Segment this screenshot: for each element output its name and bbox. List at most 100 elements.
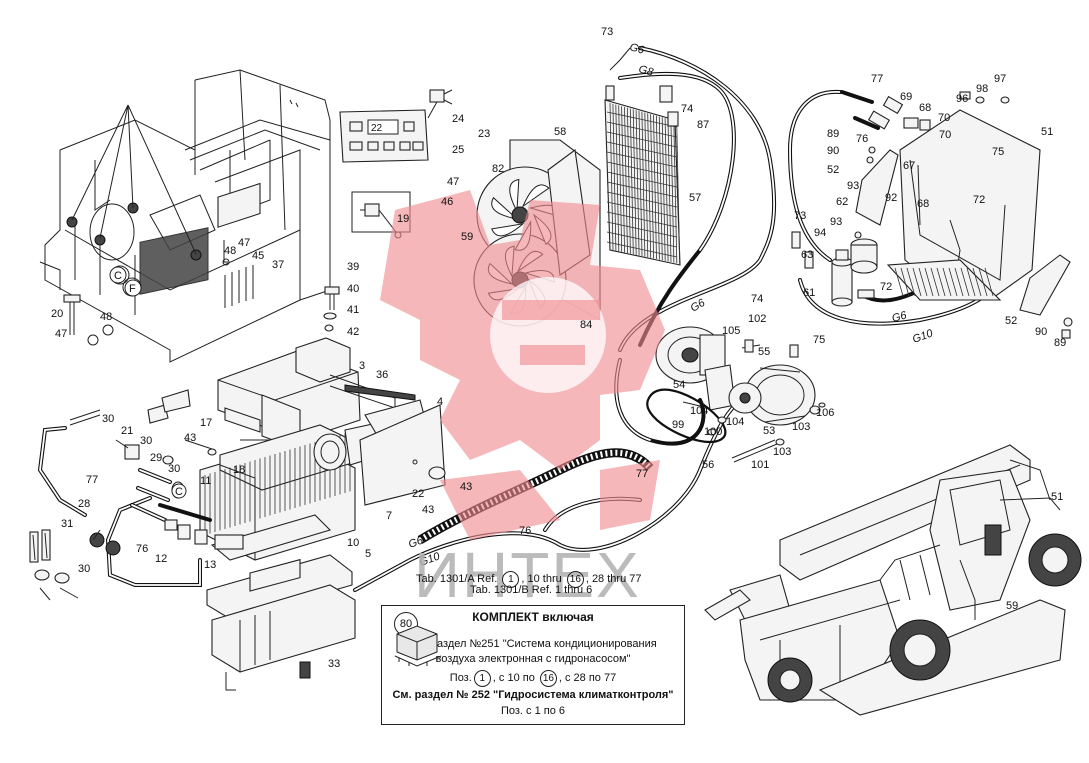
hose-mark: G6 [891,309,909,325]
hatch-line [900,267,910,297]
part-label: 54 [673,379,685,391]
part-label: 22 [412,488,424,500]
part-label: 94 [814,227,826,239]
part-label: 73 [601,26,613,38]
hatch-line [664,118,669,262]
fan-blade [491,222,525,237]
part-label: 68 [919,102,931,114]
part-label: 43 [460,481,472,493]
part-label: 30 [140,435,152,447]
hatch-line [960,267,970,297]
part-label: 31 [61,518,73,530]
hatch-line [606,171,678,188]
kit-box: 80 КОМПЛЕКТ включая См. раздел №251 "Сис… [381,605,685,725]
heat-exchanger-cores [199,424,363,691]
part-label: 76 [856,133,868,145]
hatch-line [612,103,617,251]
part-label: 97 [994,73,1006,85]
hatch-line [930,267,940,297]
table-reference-2: Tab. 1301/B Ref. 1 thru 6 [470,584,593,596]
part-label: 48 [100,311,112,323]
hatch-line [632,109,637,255]
tabref-text: , 28 thru 77 [585,573,642,585]
part-label: 90 [1035,326,1047,338]
part-label: 30 [168,463,180,475]
part-label: 87 [697,119,709,131]
part-label: 69 [900,91,912,103]
part-label: 36 [376,369,388,381]
part-label: 68 [917,198,929,210]
part-label: 59 [461,231,473,243]
part-label: 56 [702,459,714,471]
part-label: 72 [973,194,985,206]
kit-text: Поз. [449,672,472,684]
tabref-circle: 16 [566,571,584,588]
hatch-line [894,267,904,297]
watermark-brand: ИНТЕХ [414,539,641,611]
part-label: 58 [554,126,566,138]
part-label: 93 [830,216,842,228]
part-label: 75 [813,334,825,346]
part-label: 89 [827,128,839,140]
mounting-bracket-51 [855,109,1071,316]
hatch-line [656,115,660,260]
part-label: 42 [347,326,359,338]
part-label: 105 [722,325,740,337]
part-label: 101 [751,459,769,471]
hatch-line [906,267,916,297]
bolts-cab [63,240,340,346]
hatch-line [606,151,678,168]
part-label: 76 [136,543,148,555]
panel-display: 22 [371,123,383,134]
part-label: 99 [672,419,684,431]
hatch-line [606,241,678,258]
part-label: 77 [871,73,883,85]
blower-unit [313,399,446,506]
callout-letter: F [129,283,136,295]
part-label: 25 [452,144,464,156]
part-label: 5 [365,548,371,560]
hatch-line [629,108,634,255]
part-number-labels: 24 23 25 19 48 47 45 37 39 40 41 42 20 4… [51,26,1066,670]
hatch-line [936,267,946,297]
kit-row: Поз. с 1 по 6 [500,705,566,717]
hatch-line [606,141,678,158]
part-label: 51 [1051,491,1063,503]
hatch-line [606,191,678,208]
part-label: 11 [200,475,211,487]
hatch-line [670,119,675,263]
part-label: 18 [233,464,245,476]
left-hoses [29,389,244,601]
part-label: 19 [397,213,409,225]
hatch-line [978,267,988,297]
condenser-core-57 [604,47,681,266]
hatch-line [644,112,649,258]
part-label: 98 [976,83,988,95]
part-label: 92 [885,192,897,204]
part-label: 57 [689,192,701,204]
part-label: 84 [580,319,592,331]
part-label: 29 [150,452,162,464]
hatch-line [606,111,678,128]
hatch-line [966,267,976,297]
watermark-logo [380,190,665,540]
hatch-line [641,111,646,257]
part-label: 96 [956,93,968,105]
hatch-line [653,114,657,260]
hatch-line [948,267,958,297]
hatch-line [673,120,678,264]
fan-blade [491,196,519,220]
hatch-line [606,131,678,148]
kit-carton-icon [394,625,442,667]
cab-frame [39,69,331,363]
kit-text: , с 10 по [492,672,535,684]
part-label: 53 [763,425,775,437]
part-label: 30 [78,563,90,575]
hatch-line [647,113,652,258]
part-label: 39 [347,261,359,273]
part-label: 43 [422,504,434,516]
part-label: 3 [359,360,365,372]
hatch-line [606,211,678,228]
part-label: 90 [827,145,839,157]
